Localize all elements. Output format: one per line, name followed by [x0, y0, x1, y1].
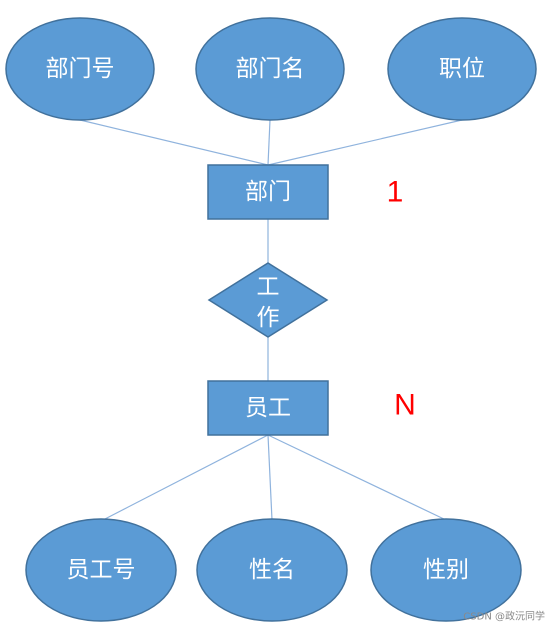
attribute-ellipse	[5, 17, 155, 121]
entity-employee: 员工	[207, 380, 329, 436]
entity-label: 部门	[245, 179, 291, 205]
connector-employee-gender	[267, 434, 447, 521]
connectors	[79, 119, 463, 521]
entity-box	[207, 380, 329, 436]
attribute-label: 员工号	[67, 557, 136, 583]
attribute-position: 职位	[387, 17, 537, 121]
connector-employee-name	[267, 434, 273, 521]
attribute-label: 职位	[439, 56, 485, 82]
attribute-employee-id: 员工号	[25, 518, 177, 622]
relationship-work: 工 作	[207, 262, 329, 338]
relationship-diamond	[207, 262, 329, 338]
attribute-ellipse	[196, 518, 348, 622]
connector-dept-id	[79, 119, 269, 166]
attribute-label: 部门号	[46, 56, 115, 82]
attribute-dept-name: 部门名	[195, 17, 345, 121]
attribute-label: 性别	[423, 557, 469, 583]
connector-position	[267, 119, 463, 166]
attribute-ellipse	[195, 17, 345, 121]
attribute-ellipse	[25, 518, 177, 622]
cardinality-many: N	[394, 389, 416, 422]
entity-department: 部门	[207, 164, 329, 220]
attribute-ellipse	[387, 17, 537, 121]
attribute-dept-id: 部门号	[5, 17, 155, 121]
attribute-label: 部门名	[236, 56, 305, 82]
watermark-text: CSDN @政沅同学	[463, 610, 545, 623]
relationship-label-line1: 工	[257, 274, 280, 300]
attribute-label: 性名	[249, 557, 295, 583]
attribute-employee-gender: 性别	[370, 518, 522, 622]
relationship-label-line2: 作	[257, 305, 280, 331]
connector-employee-id	[102, 434, 269, 521]
attribute-employee-name: 性名	[196, 518, 348, 622]
attribute-ellipse	[370, 518, 522, 622]
connector-dept-name	[267, 119, 271, 166]
entity-label: 员工	[245, 395, 291, 421]
cardinality-one: 1	[387, 176, 404, 209]
entity-box	[207, 164, 329, 220]
